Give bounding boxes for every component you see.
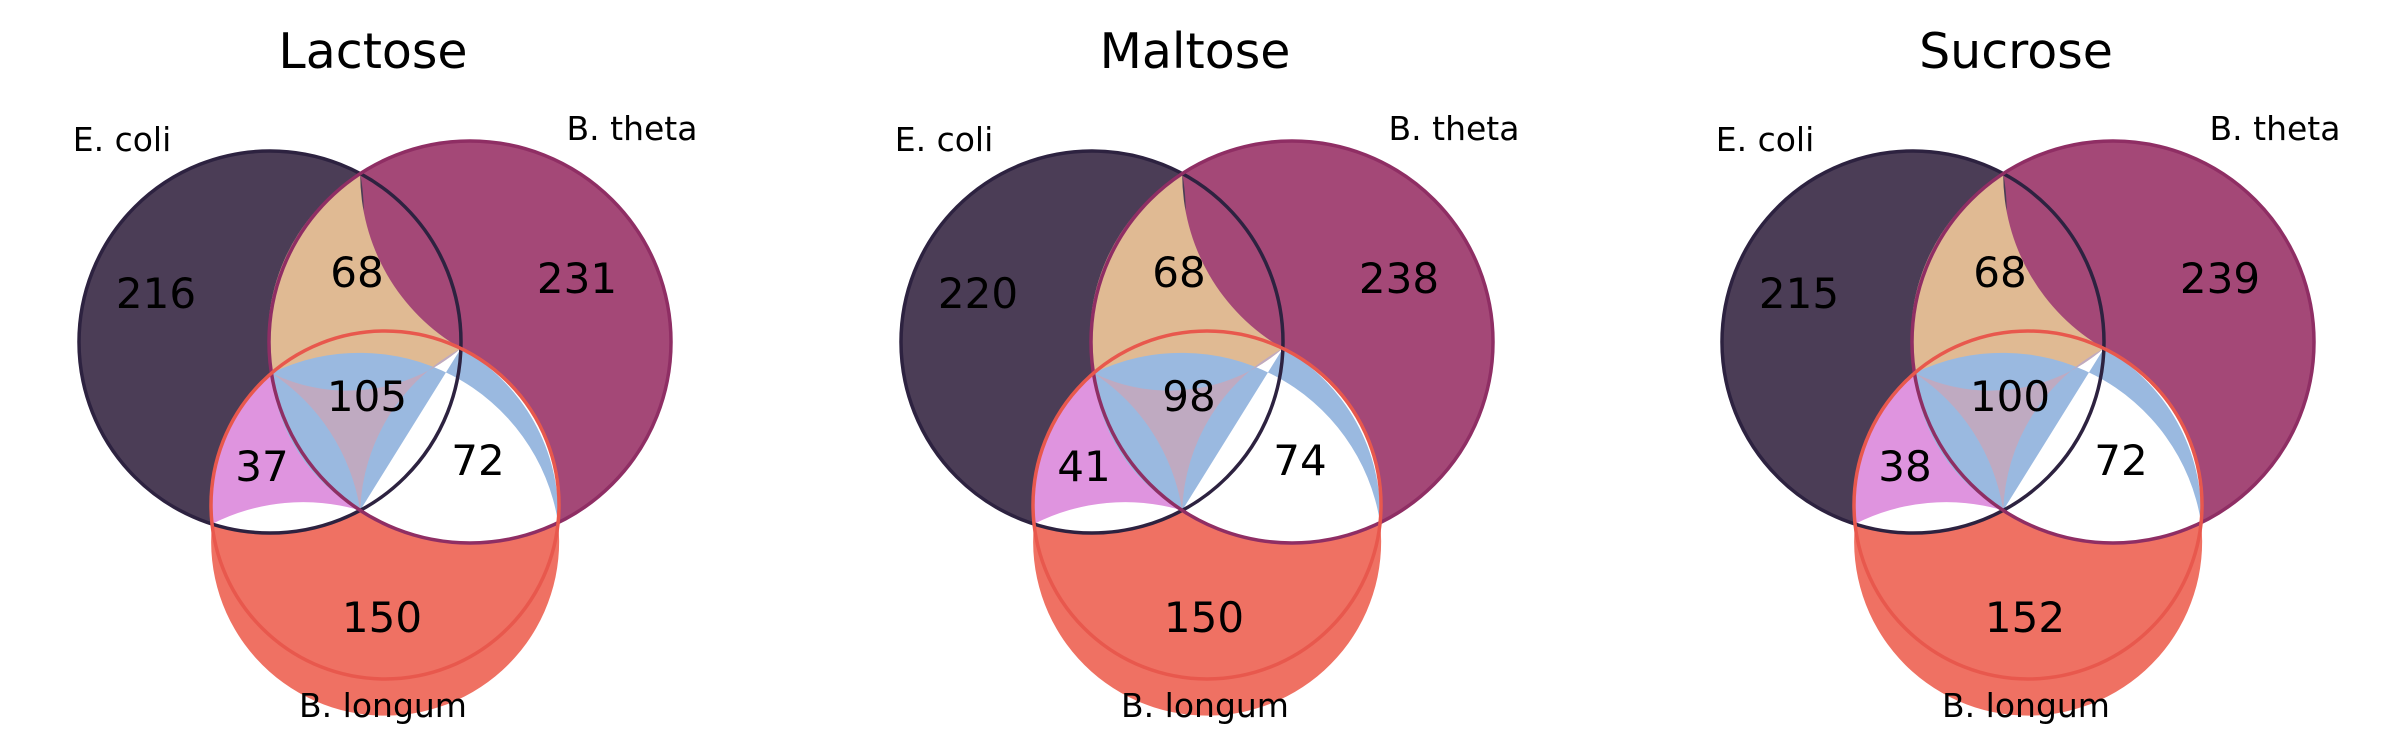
count-b-theta-b-longum: 72 xyxy=(2094,436,2147,485)
region-b-longum-only xyxy=(1854,510,2203,716)
circle-b-longum-outline xyxy=(1852,329,2204,681)
count-e-coli-b-longum: 38 xyxy=(1878,442,1931,491)
circle-e-coli-outline xyxy=(1720,149,2106,535)
count-e-coli-b-theta: 68 xyxy=(1152,248,1205,297)
set-label-b-theta: B. theta xyxy=(2210,109,2341,148)
count-e-coli-only: 216 xyxy=(116,269,196,318)
circle-b-longum-outline xyxy=(209,329,561,681)
set-label-b-theta: B. theta xyxy=(1389,109,1520,148)
set-label-b-longum: B. longum xyxy=(299,686,467,725)
region-b-theta-only xyxy=(1093,140,1494,523)
count-e-coli-only: 220 xyxy=(938,269,1018,318)
venn-panel-sucrose: Sucrose E. coli B. theta B. longum 215 2… xyxy=(1716,23,2341,725)
region-all-three xyxy=(1914,348,2104,511)
count-b-theta-b-longum: 74 xyxy=(1273,436,1326,485)
set-label-e-coli: E. coli xyxy=(895,120,994,159)
count-b-theta-only: 239 xyxy=(2180,254,2260,303)
region-e-coli-b-theta xyxy=(1910,173,2104,391)
count-b-theta-only: 231 xyxy=(537,254,617,303)
set-label-b-longum: B. longum xyxy=(1942,686,2110,725)
count-e-coli-only: 215 xyxy=(1759,269,1839,318)
circle-b-longum-outline xyxy=(1031,329,1383,681)
venn-panel-lactose: Lactose E. coli B. theta B. longum 216 2… xyxy=(73,23,698,725)
circle-e-coli-outline xyxy=(899,149,1285,535)
set-label-b-theta: B. theta xyxy=(567,109,698,148)
venn-panel-maltose: Maltose E. coli B. theta B. longum 220 2… xyxy=(895,23,1520,725)
circle-b-theta-outline xyxy=(1089,139,1495,545)
count-e-coli-b-longum: 41 xyxy=(1057,442,1110,491)
count-b-longum-only: 152 xyxy=(1985,593,2065,642)
region-e-coli-b-theta xyxy=(267,173,461,391)
panel-title: Sucrose xyxy=(1919,23,2113,80)
count-b-theta-only: 238 xyxy=(1359,254,1439,303)
region-e-coli-b-longum xyxy=(1033,373,1183,524)
set-label-b-longum: B. longum xyxy=(1121,686,1289,725)
count-all-three: 105 xyxy=(327,372,407,421)
count-b-theta-b-longum: 72 xyxy=(451,436,504,485)
region-e-coli-b-longum xyxy=(1854,373,2004,524)
count-all-three: 100 xyxy=(1970,372,2050,421)
region-e-coli-b-theta xyxy=(1089,173,1283,391)
region-b-longum-only xyxy=(211,510,560,716)
count-e-coli-b-theta: 68 xyxy=(330,248,383,297)
count-b-longum-only: 150 xyxy=(342,593,422,642)
panel-title: Maltose xyxy=(1100,23,1291,80)
set-label-e-coli: E. coli xyxy=(73,120,172,159)
region-all-three xyxy=(271,348,461,511)
count-all-three: 98 xyxy=(1162,372,1215,421)
count-e-coli-b-longum: 37 xyxy=(235,442,288,491)
count-b-longum-only: 150 xyxy=(1164,593,1244,642)
circle-b-theta-outline xyxy=(1910,139,2316,545)
region-b-theta-only xyxy=(1914,140,2315,523)
circle-b-theta-outline xyxy=(267,139,673,545)
circle-e-coli-outline xyxy=(77,149,463,535)
region-all-three xyxy=(1093,348,1283,511)
region-b-theta-only xyxy=(271,140,672,523)
count-e-coli-b-theta: 68 xyxy=(1973,248,2026,297)
region-e-coli-b-longum xyxy=(211,373,361,524)
panel-title: Lactose xyxy=(278,23,467,80)
set-label-e-coli: E. coli xyxy=(1716,120,1815,159)
region-b-longum-only xyxy=(1033,510,1382,716)
